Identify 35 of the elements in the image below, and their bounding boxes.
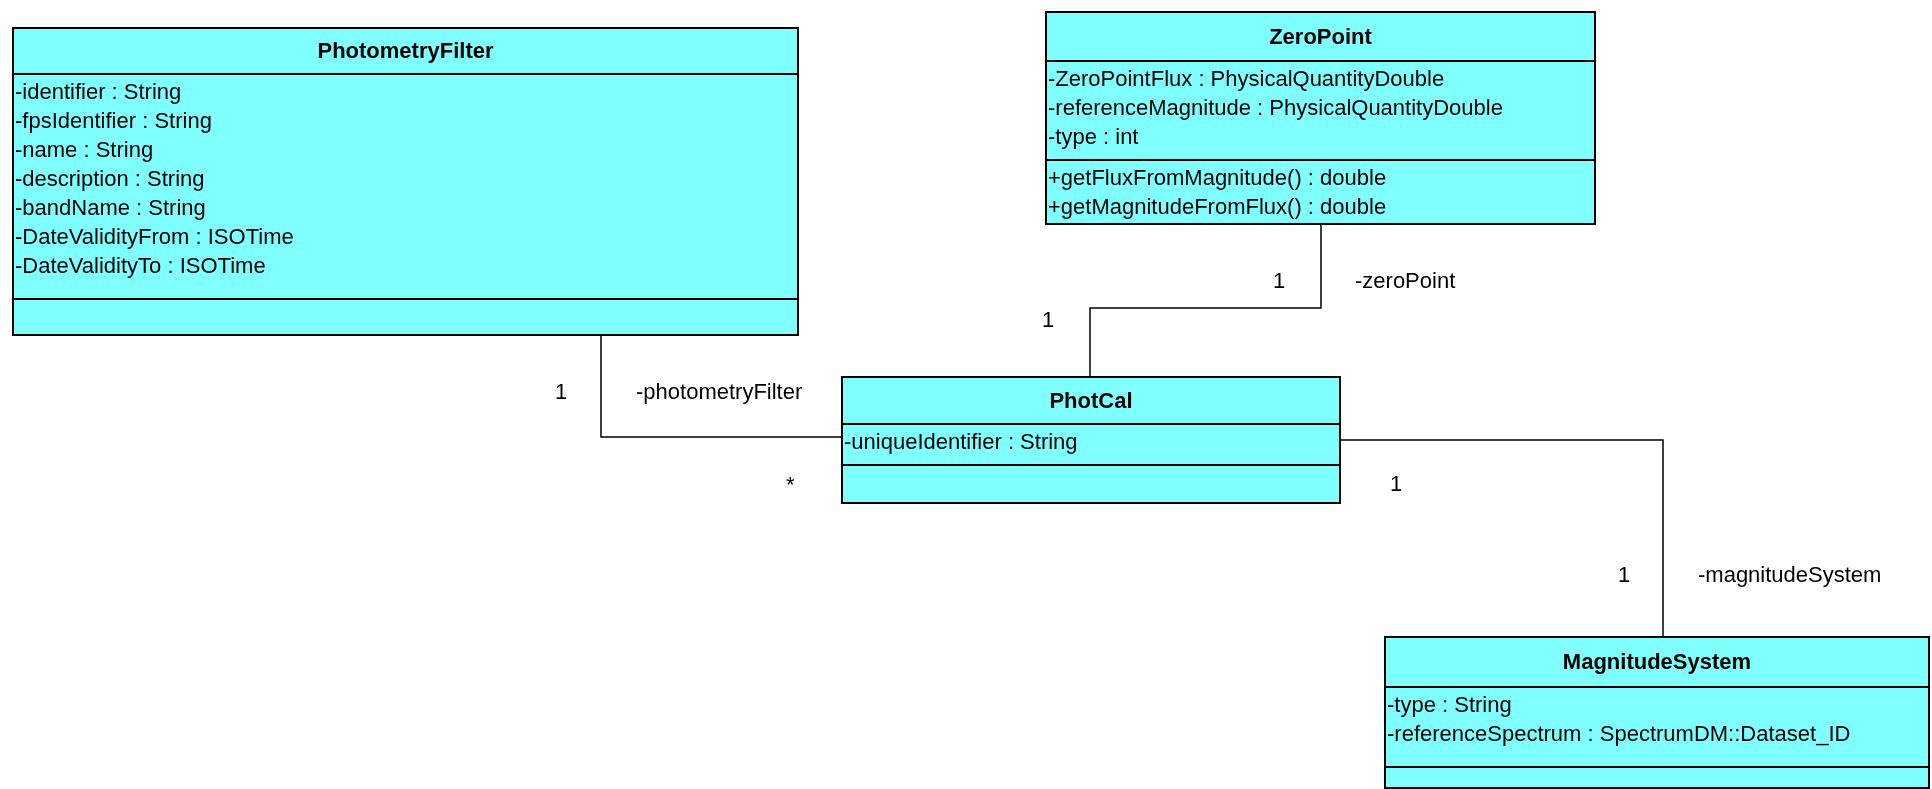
attribute-text: -bandName : String	[14, 194, 207, 222]
attribute-text: -ZeroPointFlux : PhysicalQuantityDouble	[1047, 65, 1446, 93]
attribute-text: -referenceSpectrum : SpectrumDM::Dataset_ID	[1386, 720, 1852, 748]
attribute-text: -DateValidityTo : ISOTime	[14, 252, 267, 280]
role-label: -zeroPoint	[1355, 268, 1456, 294]
attribute-text: -identifier : String	[14, 78, 183, 106]
class-box	[1045, 11, 1596, 225]
class-name: PhotCal	[1049, 387, 1133, 414]
class-box	[841, 376, 1341, 504]
association-line	[1089, 224, 1322, 377]
operation-text: +getMagnitudeFromFlux() : double	[1047, 193, 1388, 221]
attribute-text: -fpsIdentifier : String	[14, 107, 213, 135]
attribute-text: -type : String	[1386, 691, 1513, 719]
multiplicity-label: 1	[1042, 307, 1055, 333]
association-line	[600, 335, 842, 438]
multiplicity-label: *	[786, 472, 795, 498]
class-box	[12, 27, 799, 336]
class-name: PhotometryFilter	[317, 38, 494, 64]
class-box	[1384, 636, 1930, 789]
multiplicity-label: 1	[555, 379, 568, 405]
multiplicity-label: 1	[1273, 268, 1286, 294]
attribute-text: -DateValidityFrom : ISOTime	[14, 223, 295, 251]
class-name: MagnitudeSystem	[1562, 649, 1752, 675]
attribute-text: -uniqueIdentifier : String	[843, 428, 1079, 456]
role-label: -photometryFilter	[636, 379, 803, 405]
association-line	[1340, 439, 1664, 637]
operation-text: +getFluxFromMagnitude() : double	[1047, 164, 1388, 192]
attribute-text: -type : int	[1047, 123, 1140, 151]
attribute-text: -description : String	[14, 165, 206, 193]
attribute-text: -name : String	[14, 136, 155, 164]
multiplicity-label: 1	[1390, 471, 1403, 497]
attribute-text: -referenceMagnitude : PhysicalQuantityDouble	[1047, 94, 1504, 122]
role-label: -magnitudeSystem	[1698, 562, 1882, 588]
multiplicity-label: 1	[1618, 562, 1631, 588]
class-name: ZeroPoint	[1269, 23, 1372, 50]
